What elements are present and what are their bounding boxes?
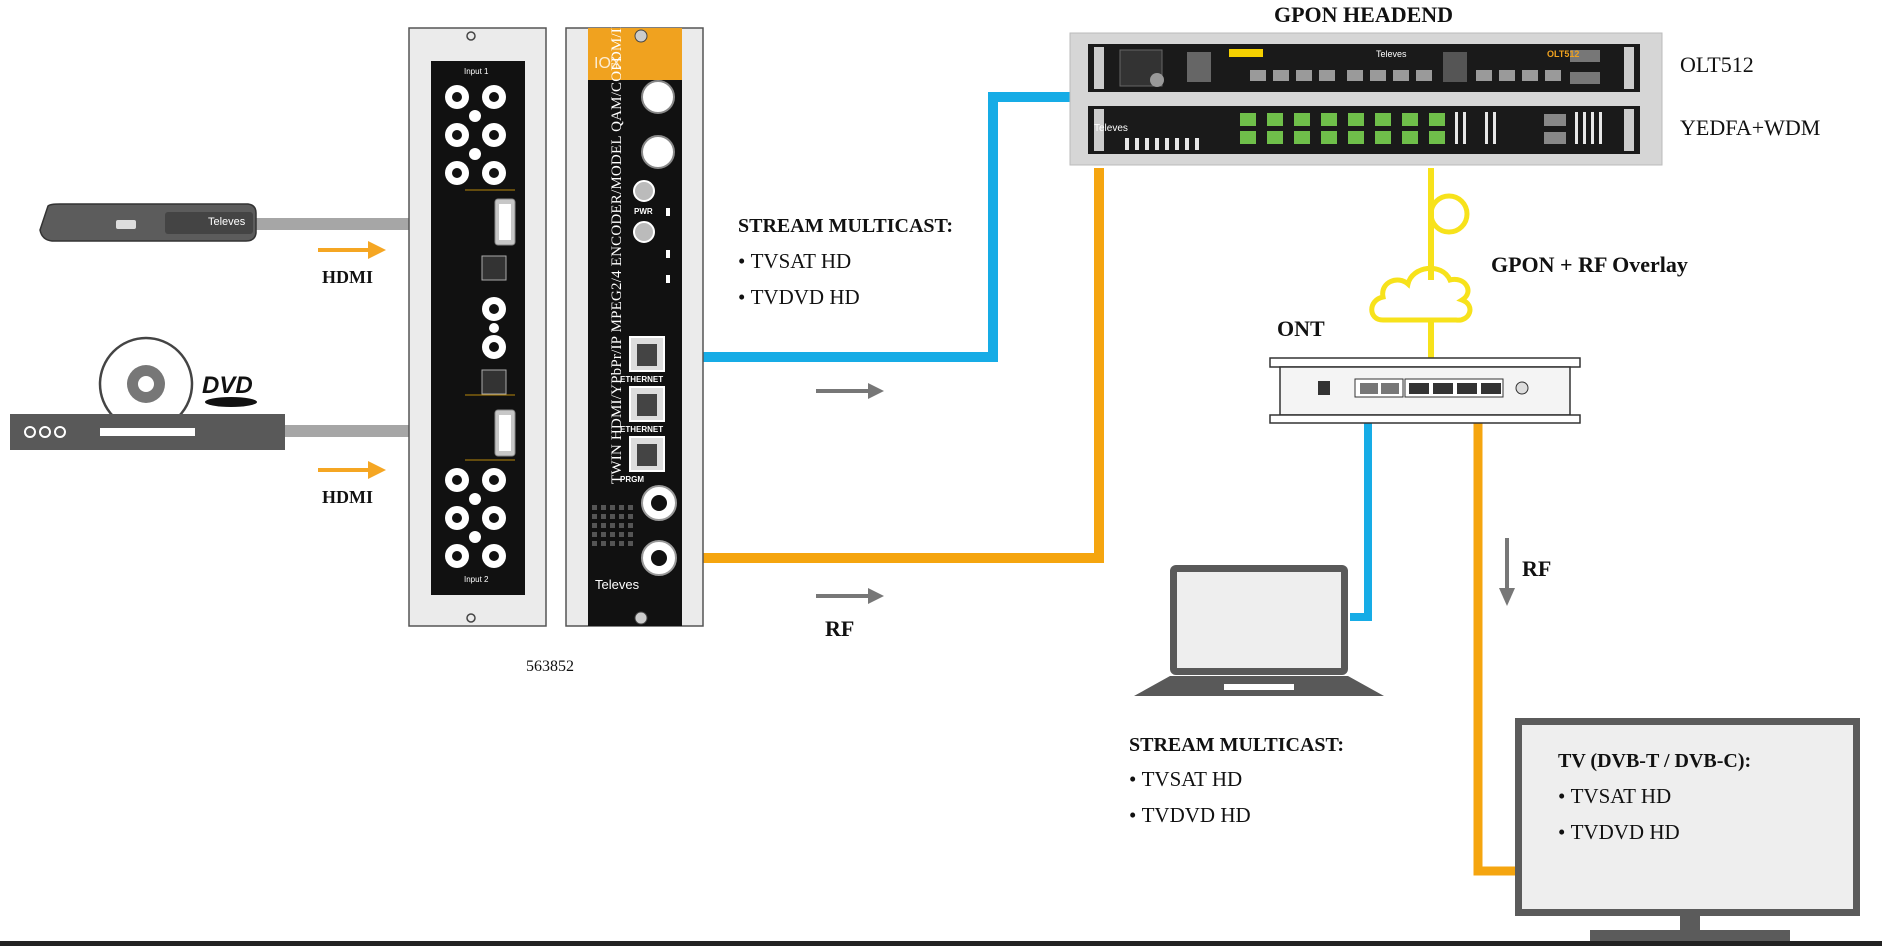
olt-label: OLT512 (1680, 52, 1754, 77)
olt-brand: Televes (1376, 49, 1407, 59)
rf-arrow-module (816, 588, 884, 604)
stream-top-item: TVSAT HD (738, 243, 860, 279)
headend-rack (1069, 32, 1663, 166)
stream-bottom-item: TVSAT HD (1129, 761, 1251, 797)
ip-arrow (816, 383, 884, 399)
ethernet-cable-laptop (1350, 390, 1372, 621)
input1-label: Input 1 (464, 67, 489, 76)
overlay-label: GPON + RF Overlay (1491, 252, 1688, 277)
module-part-number: 563852 (526, 658, 574, 675)
port-label-eth1: ETHERNET (620, 375, 664, 384)
port-label-eth2: ETHERNET (620, 425, 664, 434)
svg-text:IOX: IOX (594, 55, 622, 72)
laptop (1134, 565, 1384, 696)
ont-device (1269, 357, 1581, 424)
rf-cable-tv (1473, 390, 1515, 876)
set-top-box-brand: Televes (208, 216, 246, 228)
rf-cable-headend (660, 168, 1104, 563)
stream-top-item: TVDVD HD (738, 279, 860, 315)
stream-multicast-bottom-list: TVSAT HD TVDVD HD (1129, 761, 1251, 833)
stream-multicast-top-title: STREAM MULTICAST: (738, 215, 954, 237)
tv-title: TV (DVB-T / DVB-C): (1558, 750, 1752, 772)
hdmi-arrow-1 (318, 241, 386, 259)
dvd-logo-swoosh (205, 397, 257, 407)
stream-bottom-item: TVDVD HD (1129, 797, 1251, 833)
bottom-edge (0, 941, 1882, 946)
edfa-label: YEDFA+WDM (1680, 115, 1821, 140)
ethernet-cable-headend (648, 92, 1080, 362)
module-vertical-text: TWIN HDMI/YPbPr/IP MPEG2/4 ENCODER/MODEL… (609, 19, 625, 484)
hdmi-label-1: HDMI (322, 267, 373, 287)
ont-label: ONT (1277, 316, 1325, 341)
dvd-player (10, 336, 285, 450)
module-brand: Televes (595, 577, 640, 592)
rf-label-ont: RF (1522, 556, 1552, 581)
olt-model: OLT512 (1547, 49, 1580, 59)
edfa-brand: Televes (1094, 123, 1128, 134)
port-label-pwr: PWR (634, 207, 653, 216)
encoder-panel: IOX (565, 27, 704, 627)
tv-item: TVSAT HD (1558, 778, 1680, 814)
set-top-box (39, 203, 257, 242)
gpon-cloud-icon (1369, 265, 1473, 323)
hdmi-arrow-2 (318, 461, 386, 479)
hdmi-label-2: HDMI (322, 487, 373, 507)
tv-item: TVDVD HD (1558, 814, 1680, 850)
stream-multicast-bottom-title: STREAM MULTICAST: (1129, 734, 1345, 756)
tv-channel-list: TVSAT HD TVDVD HD (1558, 778, 1680, 850)
dvd-logo: DVD (202, 372, 253, 399)
headend-title: GPON HEADEND (1274, 2, 1454, 27)
input-panel (408, 27, 547, 627)
stream-multicast-top-list: TVSAT HD TVDVD HD (738, 243, 860, 315)
fiber-link (1428, 168, 1470, 358)
rf-label-module: RF (825, 616, 855, 641)
input2-label: Input 2 (464, 575, 489, 584)
rf-arrow-down (1499, 538, 1515, 606)
port-label-prgm: PRGM (620, 475, 644, 484)
